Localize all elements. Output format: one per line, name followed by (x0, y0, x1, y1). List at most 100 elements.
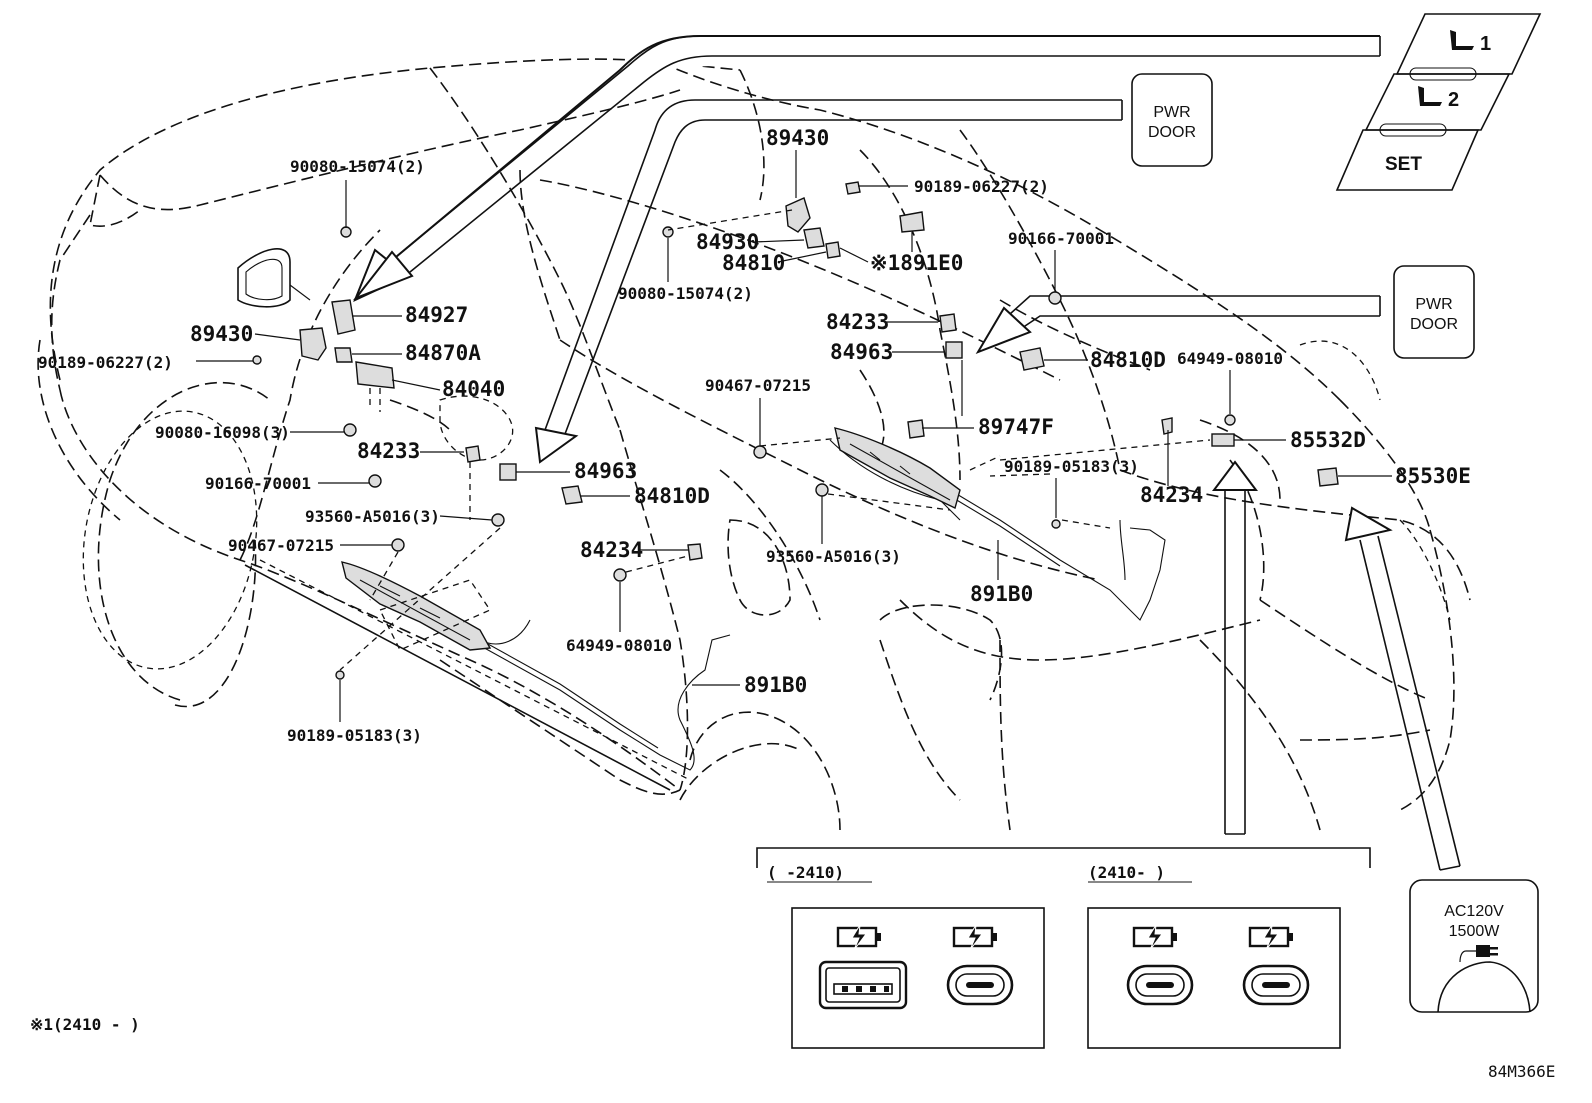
before-2410-label: ( -2410) (767, 863, 844, 882)
screw-93560-a5016-mid (815, 483, 829, 497)
usb-c-port (1242, 964, 1310, 1006)
bolt-64949-08010 (613, 568, 627, 582)
part-89430-top (785, 197, 811, 233)
part-85532d (1211, 433, 1235, 447)
footnote: ※1(2410 - ) (30, 1015, 140, 1034)
svg-text:1500W: 1500W (1449, 923, 1501, 940)
bolt-90080-16098 (343, 423, 357, 437)
label-90189-06227-top: 90189-06227(2) (914, 177, 1049, 196)
pwr-door-switch-top: PWR DOOR (1131, 73, 1213, 167)
label-84927: 84927 (405, 303, 468, 327)
label-84233-left: 84233 (357, 439, 420, 463)
plug-icon (1459, 945, 1498, 963)
label-64949-08010-right: 64949-08010 (1177, 349, 1283, 368)
seat-icon (1418, 86, 1442, 106)
small-parts (252, 181, 1339, 680)
label-84963-left: 84963 (574, 459, 637, 483)
label-84810d-right: 84810D (1090, 348, 1166, 372)
label-891b0-left: 891B0 (744, 673, 807, 697)
side-mirror (237, 248, 311, 308)
label-90080-15074-mid: 90080-15074(2) (618, 284, 753, 303)
label-90467-07215-mid: 90467-07215 (705, 376, 811, 395)
part-84233-mid (939, 313, 957, 333)
label-85530e: 85530E (1395, 464, 1471, 488)
seat-memory-switches: 1 2 SET (1335, 13, 1542, 191)
label-84233-mid: 84233 (826, 310, 889, 334)
part-84930 (803, 227, 825, 249)
part-84870a (334, 347, 353, 363)
part-84810d-left (561, 485, 583, 505)
clip-90467-07215 (391, 538, 405, 552)
label-84870a: 84870A (405, 341, 481, 365)
charge-icon (1132, 924, 1177, 951)
part-89430-left (299, 327, 327, 361)
screw-90166-70001 (368, 474, 382, 488)
label-84963-mid: 84963 (830, 340, 893, 364)
screw-90080-15074 (340, 226, 352, 238)
bolt-64949-08010-right (1224, 414, 1236, 426)
diagram-id: 84M366E (1488, 1062, 1555, 1081)
screw-93560-a5016 (491, 513, 505, 527)
ac-outlet-panel: AC120V 1500W (1409, 879, 1539, 1013)
screw-90166-70001-right (1048, 291, 1062, 305)
usb-panels-group: ( -2410) (2410- ) (756, 847, 1371, 1049)
memory-1-label: 1 (1480, 33, 1491, 55)
part-84233-left (465, 445, 481, 463)
screw-90080-15074-mid (662, 226, 674, 238)
usb-a-port (818, 960, 908, 1010)
part-84040 (355, 361, 395, 389)
label-89430-left: 89430 (190, 322, 253, 346)
part-84810d-right (1019, 347, 1045, 371)
leader-lines (196, 150, 1392, 722)
svg-text:AC120V: AC120V (1444, 903, 1504, 920)
label-90166-70001-left: 90166-70001 (205, 474, 311, 493)
label-89747f: 89747F (978, 415, 1054, 439)
part-84927 (331, 299, 356, 335)
usb-panel-before (791, 907, 1045, 1049)
part-85530e (1317, 467, 1339, 487)
memory-2-label: 2 (1448, 89, 1459, 111)
label-891e0: ※1891E0 (870, 251, 963, 275)
svg-text:DOOR: DOOR (1410, 316, 1458, 333)
clip-90189-06227 (252, 355, 262, 365)
clip-90189-05183-right (1051, 519, 1061, 529)
label-89430-top: 89430 (766, 126, 829, 150)
pwr-door-switch-right: PWR DOOR (1393, 265, 1475, 359)
vehicle-outline (37, 58, 1471, 831)
svg-text:DOOR: DOOR (1148, 124, 1196, 141)
svg-text:PWR: PWR (1153, 104, 1190, 121)
charge-icon (952, 924, 997, 951)
after-2410-label: (2410- ) (1088, 863, 1165, 882)
part-labels: 90080-15074(2) 84927 89430 90189-06227(2… (38, 126, 1471, 745)
label-85532d: 85532D (1290, 428, 1366, 452)
wire-harnesses (344, 431, 1166, 771)
part-89747f (907, 419, 925, 439)
part-84963-mid (945, 341, 963, 359)
label-90189-06227-left: 90189-06227(2) (38, 353, 173, 372)
label-90189-05183-left: 90189-05183(3) (287, 726, 422, 745)
label-84810: 84810 (722, 251, 785, 275)
locator-arrows (352, 35, 1461, 871)
seat-icon (1450, 30, 1474, 50)
label-90080-15074-left: 90080-15074(2) (290, 157, 425, 176)
sill-bracket-left (341, 561, 492, 651)
charge-icon (836, 924, 881, 951)
usb-c-port (946, 964, 1014, 1006)
label-90166-70001-right: 90166-70001 (1008, 229, 1114, 248)
part-84234-right (1161, 417, 1173, 435)
svg-text:PWR: PWR (1415, 296, 1452, 313)
set-label: SET (1385, 154, 1422, 175)
label-90189-05183-right: 90189-05183(3) (1004, 457, 1139, 476)
label-84040: 84040 (442, 377, 505, 401)
clip-90467-07215-mid (753, 445, 767, 459)
clip-90189-05183 (335, 670, 345, 680)
sill-bracket-right (834, 427, 961, 509)
clip-90189-06227-top (845, 181, 861, 195)
usb-panel-after (1087, 907, 1341, 1049)
part-84810 (825, 241, 841, 259)
part-891e0 (899, 211, 925, 233)
label-93560-a5016-mid: 93560-A5016(3) (766, 547, 901, 566)
label-891b0-right: 891B0 (970, 582, 1033, 606)
